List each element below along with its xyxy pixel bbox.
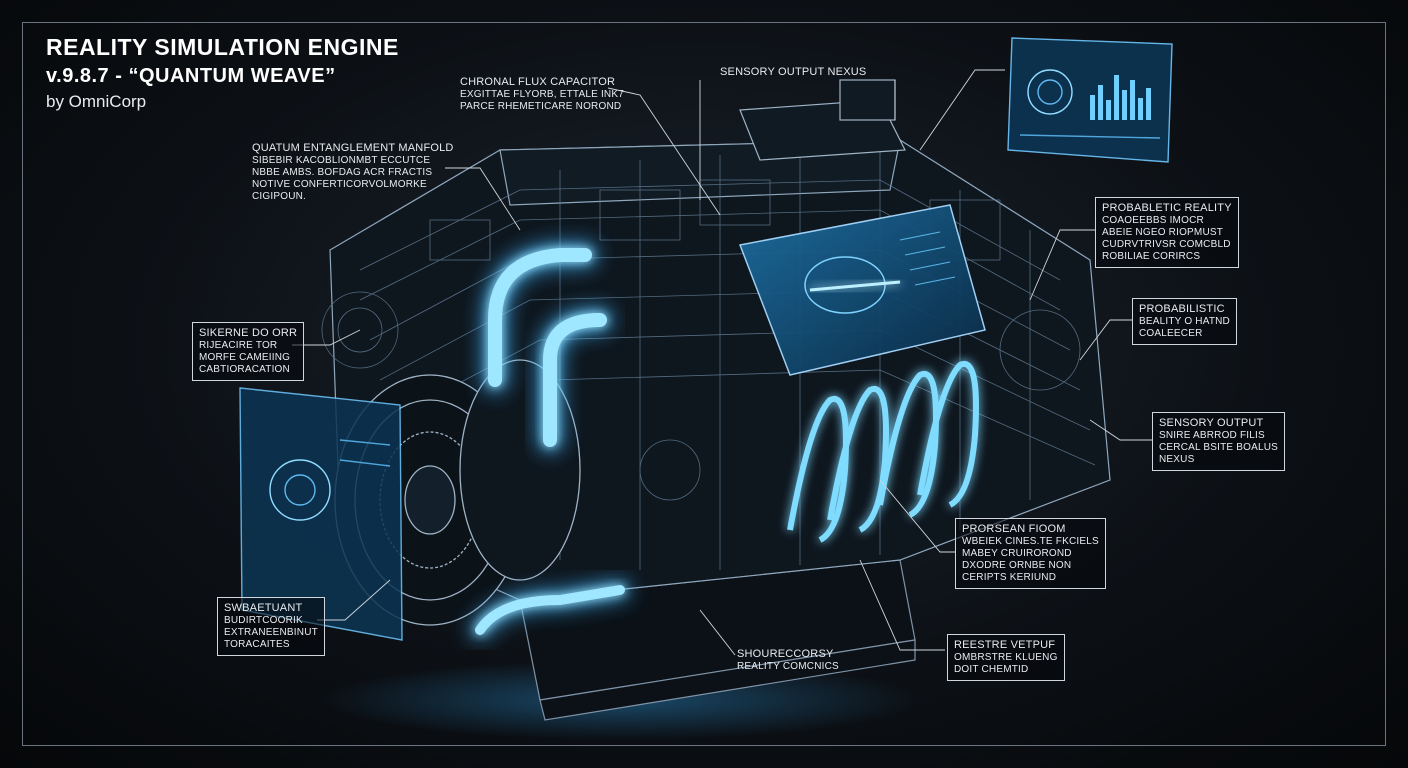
label-swbaetuant-head: SWBAETUANT: [224, 602, 303, 614]
label-sensory-nexus-top: SENSORY OUTPUT NEXUS: [720, 66, 867, 78]
label-reestre: REESTRE VETPUF OMBRSTRE KLUENG DOIT CHEM…: [947, 634, 1065, 681]
label-quantum-manifold-head: QUATUM ENTANGLEMENT MANFOLD: [252, 142, 454, 154]
label-prorsean-line4: CERIPTS KERIUND: [962, 572, 1057, 583]
diagram-author: by OmniCorp: [46, 92, 147, 111]
glowing-pipes: [470, 242, 630, 640]
label-chronal-flux: CHRONAL FLUX CAPACITOR EXGITTAE FLYORB, …: [460, 76, 624, 113]
label-shourecorsy: SHOURECCORSY REALITY COMCNICS: [737, 648, 839, 673]
label-sikerne-line1: RIJEACIRE TOR: [199, 340, 278, 351]
label-shourecorsy-line1: REALITY COMCNICS: [737, 661, 839, 672]
label-shourecorsy-head: SHOURECCORSY: [737, 648, 834, 660]
label-reestre-line2: DOIT CHEMTID: [954, 664, 1029, 675]
title-block: REALITY SIMULATION ENGINE v.9.8.7 - “QUA…: [46, 34, 399, 112]
label-sikerne-line3: CABTIORACATION: [199, 364, 290, 375]
label-prorsean: PRORSEAN FIOOM WBEIEK CINES.TE FKCIELS M…: [955, 518, 1106, 589]
label-prorsean-line1: WBEIEK CINES.TE FKCIELS: [962, 536, 1099, 547]
diagram-title: REALITY SIMULATION ENGINE: [46, 34, 399, 60]
label-quantum-manifold-line3: NOTIVE CONFERTICORVOLMORKE: [252, 179, 427, 190]
label-swbaetuant-line3: TORACAITES: [224, 639, 290, 650]
label-sensory-output-line3: NEXUS: [1159, 454, 1195, 465]
label-swbaetuant-line2: EXTRANEENBINUT: [224, 627, 318, 638]
label-reestre-head: REESTRE VETPUF: [954, 639, 1056, 651]
hologram-top-right: [1007, 37, 1173, 163]
diagram-frame: [22, 22, 1386, 746]
label-probabletic-line1: COAOEEBBS IMOCR: [1102, 215, 1204, 226]
label-sikerne-head: SIKERNE DO ORR: [199, 327, 298, 339]
label-reestre-line1: OMBRSTRE KLUENG: [954, 652, 1058, 663]
label-probabletic-line4: ROBILIAE CORIRCS: [1102, 251, 1201, 262]
label-chronal-flux-line2: PARCE RHEMETICARE NOROND: [460, 101, 622, 112]
label-probabletic-line3: CUDRVTRIVSR COMCBLD: [1102, 239, 1231, 250]
glowing-coils: [787, 360, 979, 543]
label-probabilistic-line2: COALEECER: [1139, 328, 1203, 339]
label-sensory-output-line1: SNIRE ABRROD FILIS: [1159, 430, 1265, 441]
label-probabilistic: PROBABILISTIC BEALITY O HATND COALEECER: [1132, 298, 1237, 345]
diagram-version: v.9.8.7 - “QUANTUM WEAVE”: [46, 65, 336, 87]
label-probabilistic-line1: BEALITY O HATND: [1139, 316, 1230, 327]
label-sikerne: SIKERNE DO ORR RIJEACIRE TOR MORFE CAMEI…: [192, 322, 305, 381]
label-chronal-flux-head: CHRONAL FLUX CAPACITOR: [460, 76, 616, 88]
label-prorsean-line3: DXODRE ORNBE NON: [962, 560, 1072, 571]
label-sensory-output-right: SENSORY OUTPUT SNIRE ABRROD FILIS CERCAL…: [1152, 412, 1286, 471]
leader-lines: [292, 69, 1152, 656]
label-probabletic-line2: ABEIE NGEO RIOPMUST: [1102, 227, 1224, 238]
hologram-left: [239, 387, 403, 641]
engine-wireframe: [321, 150, 1096, 570]
label-quantum-manifold: QUATUM ENTANGLEMENT MANFOLD SIBEBIR KACO…: [252, 142, 454, 203]
label-quantum-manifold-line2: NBBE AMBS. BOFDAG ACR FRACTIS: [252, 167, 433, 178]
label-probabletic-head: PROBABLETIC REALITY: [1102, 202, 1232, 214]
label-probabletic-reality: PROBABLETIC REALITY COAOEEBBS IMOCR ABEI…: [1095, 197, 1239, 268]
label-quantum-manifold-line4: CIGIPOUN.: [252, 191, 307, 202]
central-display: [738, 204, 986, 376]
label-probabilistic-head: PROBABILISTIC: [1139, 303, 1225, 315]
label-sensory-output-line2: CERCAL BSITE BOALUS: [1159, 442, 1279, 453]
label-sikerne-line2: MORFE CAMEIING: [199, 352, 291, 363]
label-prorsean-head: PRORSEAN FIOOM: [962, 523, 1066, 535]
label-prorsean-line2: MABEY CRUIROROND: [962, 548, 1072, 559]
label-swbaetuant-line1: BUDIRTCOORIK: [224, 615, 303, 626]
label-sensory-output-head: SENSORY OUTPUT: [1159, 417, 1264, 429]
label-swbaetuant: SWBAETUANT BUDIRTCOORIK EXTRANEENBINUT T…: [217, 597, 325, 656]
label-chronal-flux-line1: EXGITTAE FLYORB, ETTALE INK7: [460, 89, 624, 100]
top-cover: [739, 79, 906, 161]
label-quantum-manifold-line1: SIBEBIR KACOBLIONMBT ECCUTCE: [252, 155, 431, 166]
